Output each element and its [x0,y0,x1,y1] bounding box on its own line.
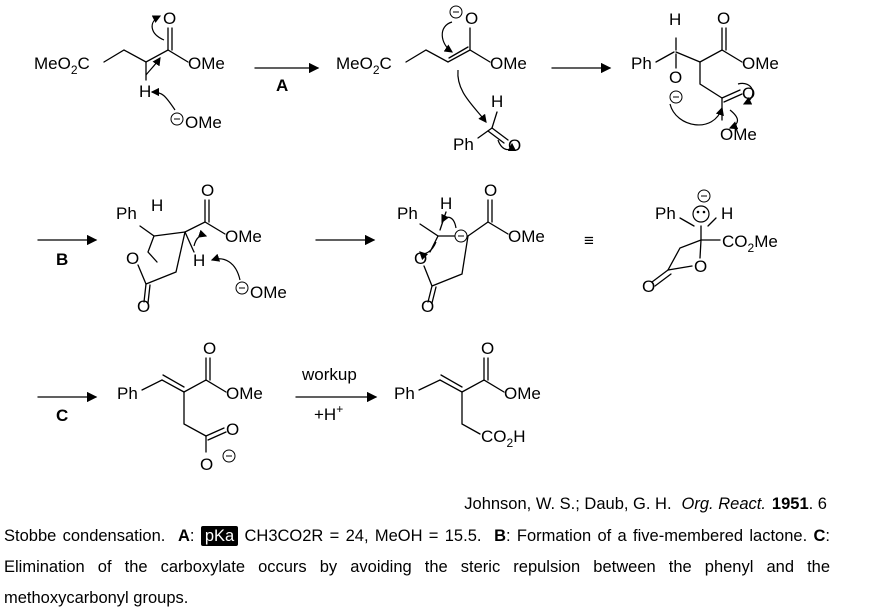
svg-text:OMe: OMe [225,227,262,246]
molecule-half-ester-carboxylate: Ph O OMe O O [117,339,263,474]
citation-authors: Johnson, W. S.; Daub, G. H. [464,495,672,513]
svg-text:H: H [440,194,452,213]
svg-text:OMe: OMe [508,227,545,246]
molecule-dimethyl-succinate: MeO2C O OMe H OMe [34,9,225,132]
svg-text:O: O [163,9,176,28]
stobbe-mechanism-scheme: MeO2C O OMe H OMe A MeO2C O OMe H O Ph [34,5,779,474]
citation-volume: . 6 [808,495,827,513]
svg-text:CO2H: CO2H [481,427,525,450]
svg-text:MeO2C: MeO2C [336,54,392,77]
citation-journal: Org. React. [681,495,766,513]
svg-text:O: O [226,420,239,439]
svg-text:O: O [137,297,150,316]
svg-text:Ph: Ph [655,204,676,223]
caption-a-label: A [177,527,190,545]
acid-label: +H+ [314,402,343,424]
equivalent-sign: ≡ [584,231,594,250]
svg-text:OMe: OMe [188,54,225,73]
svg-text:Ph: Ph [394,384,415,403]
svg-text:Ph: Ph [453,135,474,154]
svg-text:O: O [694,257,707,276]
svg-text:O: O [200,455,213,474]
step-label-b: B [56,250,68,269]
svg-text:Ph: Ph [397,204,418,223]
molecule-product-half-ester-acid: Ph O OMe CO2H [394,339,541,450]
svg-text:H: H [491,92,503,111]
svg-text:O: O [481,339,494,358]
caption-a-text: CH3CO2R = 24, MeOH = 15.5. [244,527,482,545]
workup-label: workup [301,365,357,384]
svg-text:Ph: Ph [117,384,138,403]
svg-text:CO2Me: CO2Me [722,232,778,255]
caption-c-label: C [813,527,826,545]
svg-text:H: H [721,204,733,223]
svg-text:OMe: OMe [742,54,779,73]
svg-text:O: O [201,181,214,200]
svg-text:OMe: OMe [504,384,541,403]
svg-text:H: H [151,196,163,215]
svg-text:O: O [465,9,478,28]
caption-b-label: B [494,527,506,545]
svg-text:OMe: OMe [250,283,287,302]
caption-c-text: : Elimination of the carboxylate occurs … [4,527,830,607]
svg-text:OMe: OMe [185,113,222,132]
molecule-lactone-ester: Ph H O O O OMe H OMe [116,181,287,316]
molecule-enolate-benzaldehyde: MeO2C O OMe H O Ph [336,5,527,155]
citation-year: 1951 [771,495,809,513]
svg-text:O: O [642,277,655,296]
svg-text:O: O [717,9,730,28]
molecule-antiperiplanar-view: Ph H CO2Me O O [642,189,778,296]
svg-text:O: O [203,339,216,358]
caption-title: Stobbe condensation. [4,527,166,545]
svg-text:O: O [508,136,521,155]
step-label-c: C [56,406,68,425]
figure-caption: Stobbe condensation. A: pKa CH3CO2R = 24… [4,526,830,607]
svg-text:OMe: OMe [720,125,757,144]
svg-text:O: O [421,297,434,316]
pka-badge: pKa [200,526,239,546]
svg-text:OMe: OMe [490,54,527,73]
svg-text:O: O [126,249,139,268]
caption-b-text: : Formation of a five-membered lactone. [506,527,808,545]
citation: Johnson, W. S.; Daub, G. H. Org. React. 19… [0,493,827,515]
svg-text:Ph: Ph [116,204,137,223]
svg-text:O: O [669,68,682,87]
molecule-alkoxide-adduct: Ph H O O OMe O OMe [631,9,779,144]
svg-text:OMe: OMe [226,384,263,403]
svg-text:MeO2C: MeO2C [34,54,90,77]
svg-text:H: H [669,10,681,29]
svg-text:O: O [484,181,497,200]
svg-text:H: H [193,251,205,270]
svg-text:H: H [139,82,151,101]
step-label-a: A [276,76,288,95]
svg-text:Ph: Ph [631,54,652,73]
molecule-lactone-enolate: Ph H O O O OMe [397,181,545,316]
